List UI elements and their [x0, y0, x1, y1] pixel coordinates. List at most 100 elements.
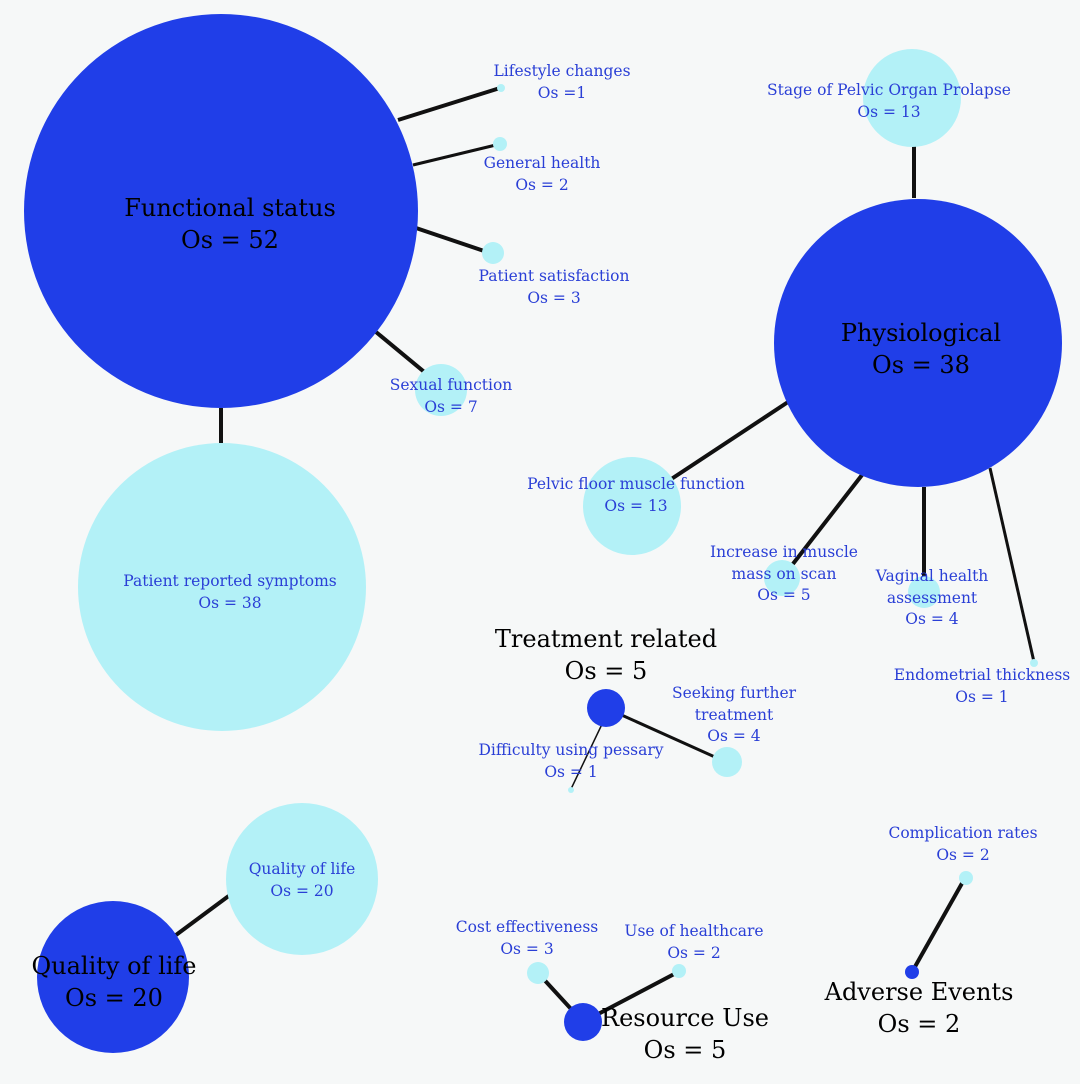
label-patient-reported-symptoms-count: Os = 38	[198, 593, 262, 612]
label-use-of-healthcare: Use of healthcare Os = 2	[624, 921, 763, 964]
label-cost-effectiveness-name: Cost effectiveness	[455, 918, 599, 936]
label-functional-status: Functional status Os = 52	[124, 192, 336, 257]
label-adverse-events-name: Adverse Events	[824, 978, 1014, 1006]
label-stage-pop: Stage of Pelvic Organ Prolapse Os = 13	[767, 80, 1011, 123]
edge-treatment-pessary	[570, 719, 605, 790]
edge-functional-general-health	[412, 142, 501, 167]
edge-treatment-seeking	[605, 706, 727, 764]
label-functional-status-name: Functional status	[124, 194, 336, 222]
label-patient-satisfaction-count: Os = 3	[527, 288, 581, 307]
node-sexual-function	[415, 364, 467, 416]
label-seeking-treatment-line1: Seeking further	[671, 684, 797, 702]
label-treatment-related-name: Treatment related	[494, 625, 718, 653]
label-lifestyle-changes: Lifestyle changes Os =1	[493, 61, 630, 104]
label-vaginal-health-line2: assessment	[886, 588, 978, 607]
label-treatment-related: Treatment related Os = 5	[495, 623, 717, 688]
node-general-health	[493, 137, 507, 151]
label-stage-pop-count: Os = 13	[857, 102, 921, 121]
label-seeking-treatment-count: Os = 4	[707, 727, 761, 746]
node-adverse-events	[905, 965, 919, 979]
label-use-of-healthcare-name: Use of healthcare	[624, 922, 764, 940]
label-functional-status-count: Os = 52	[181, 226, 279, 255]
label-adverse-events: Adverse Events Os = 2	[825, 976, 1014, 1041]
label-physiological-name: Physiological	[840, 319, 1002, 347]
edge-functional-lifestyle	[397, 86, 501, 122]
node-complication-rates	[959, 871, 973, 885]
label-pessary-count: Os = 1	[544, 762, 598, 781]
label-cost-effectiveness-count: Os = 3	[500, 939, 554, 958]
label-physiological-count: Os = 38	[872, 351, 970, 380]
label-muscle-mass-count: Os = 5	[757, 586, 811, 605]
label-muscle-mass: Increase in muscle mass on scan Os = 5	[710, 542, 858, 607]
label-qol-outcome-count: Os = 20	[270, 881, 334, 900]
label-quality-of-life-count: Os = 20	[65, 984, 163, 1013]
node-pelvic-floor	[583, 457, 681, 555]
label-cost-effectiveness: Cost effectiveness Os = 3	[456, 917, 599, 960]
label-general-health: General health Os = 2	[484, 153, 601, 196]
label-patient-satisfaction-name: Patient satisfaction	[478, 267, 630, 285]
node-physiological	[774, 199, 1062, 487]
label-muscle-mass-line2: mass on scan	[731, 564, 837, 583]
node-seeking-treatment	[712, 747, 742, 777]
node-lifestyle-changes	[497, 84, 505, 92]
label-stage-pop-name: Stage of Pelvic Organ Prolapse	[767, 81, 1011, 99]
node-treatment-related	[587, 689, 625, 727]
label-lifestyle-changes-name: Lifestyle changes	[493, 62, 631, 80]
label-patient-reported-symptoms-name: Patient reported symptoms	[123, 572, 337, 590]
node-stage-pop	[863, 49, 961, 147]
node-functional-status	[24, 14, 418, 408]
label-muscle-mass-line1: Increase in muscle	[710, 543, 858, 561]
node-pessary	[568, 787, 574, 793]
node-vaginal-health	[908, 576, 940, 608]
label-resource-use-name: Resource Use	[601, 1004, 769, 1032]
node-muscle-mass	[764, 560, 800, 596]
node-qol-outcome	[226, 803, 378, 955]
edge-physiological-endometrial	[988, 467, 1036, 663]
label-seeking-treatment: Seeking further treatment Os = 4	[672, 683, 796, 748]
label-patient-reported-symptoms: Patient reported symptoms Os = 38	[123, 571, 337, 614]
label-pessary-name: Difficulty using pessary	[478, 741, 664, 759]
label-complication-rates-name: Complication rates	[888, 824, 1038, 842]
edge-qol-domain-outcome	[174, 893, 232, 937]
label-sexual-function-count: Os = 7	[424, 397, 478, 416]
label-vaginal-health-line1: Vaginal health	[875, 567, 989, 585]
label-general-health-name: General health	[483, 154, 601, 172]
edge-physiological-muscle-mass	[780, 473, 864, 580]
label-patient-satisfaction: Patient satisfaction Os = 3	[479, 266, 630, 309]
label-endometrial-name: Endometrial thickness	[893, 666, 1071, 684]
label-qol-outcome: Quality of life Os = 20	[249, 859, 356, 902]
label-seeking-treatment-line2: treatment	[694, 705, 774, 724]
label-qol-outcome-name: Quality of life	[248, 860, 356, 878]
label-adverse-events-count: Os = 2	[877, 1010, 961, 1039]
label-sexual-function-name: Sexual function	[389, 376, 513, 394]
node-use-of-healthcare	[672, 964, 686, 978]
label-physiological: Physiological Os = 38	[841, 317, 1001, 382]
label-quality-of-life-name: Quality of life	[31, 952, 197, 980]
node-cost-effectiveness	[527, 962, 549, 984]
label-complication-rates-count: Os = 2	[936, 845, 990, 864]
label-quality-of-life: Quality of life Os = 20	[31, 950, 196, 1015]
label-lifestyle-changes-count: Os =1	[537, 83, 587, 102]
label-pelvic-floor: Pelvic floor muscle function Os = 13	[527, 474, 745, 517]
label-vaginal-health: Vaginal health assessment Os = 4	[876, 566, 989, 631]
label-use-of-healthcare-count: Os = 2	[667, 943, 721, 962]
edge-adverse-complication	[910, 877, 967, 973]
label-general-health-count: Os = 2	[515, 175, 569, 194]
node-patient-satisfaction	[482, 242, 504, 264]
edge-functional-satisfaction	[415, 226, 494, 256]
label-endometrial-count: Os = 1	[955, 687, 1009, 706]
label-resource-use-count: Os = 5	[643, 1036, 727, 1065]
label-pelvic-floor-count: Os = 13	[604, 496, 668, 515]
node-resource-use	[564, 1003, 602, 1041]
label-complication-rates: Complication rates Os = 2	[888, 823, 1037, 866]
label-resource-use: Resource Use Os = 5	[601, 1002, 769, 1067]
node-patient-reported-symptoms	[78, 443, 366, 731]
label-pessary: Difficulty using pessary Os = 1	[478, 740, 663, 783]
label-treatment-related-count: Os = 5	[564, 657, 648, 686]
label-pelvic-floor-name: Pelvic floor muscle function	[527, 475, 745, 493]
label-vaginal-health-count: Os = 4	[905, 610, 959, 629]
node-quality-of-life	[37, 901, 189, 1053]
label-sexual-function: Sexual function Os = 7	[390, 375, 513, 418]
